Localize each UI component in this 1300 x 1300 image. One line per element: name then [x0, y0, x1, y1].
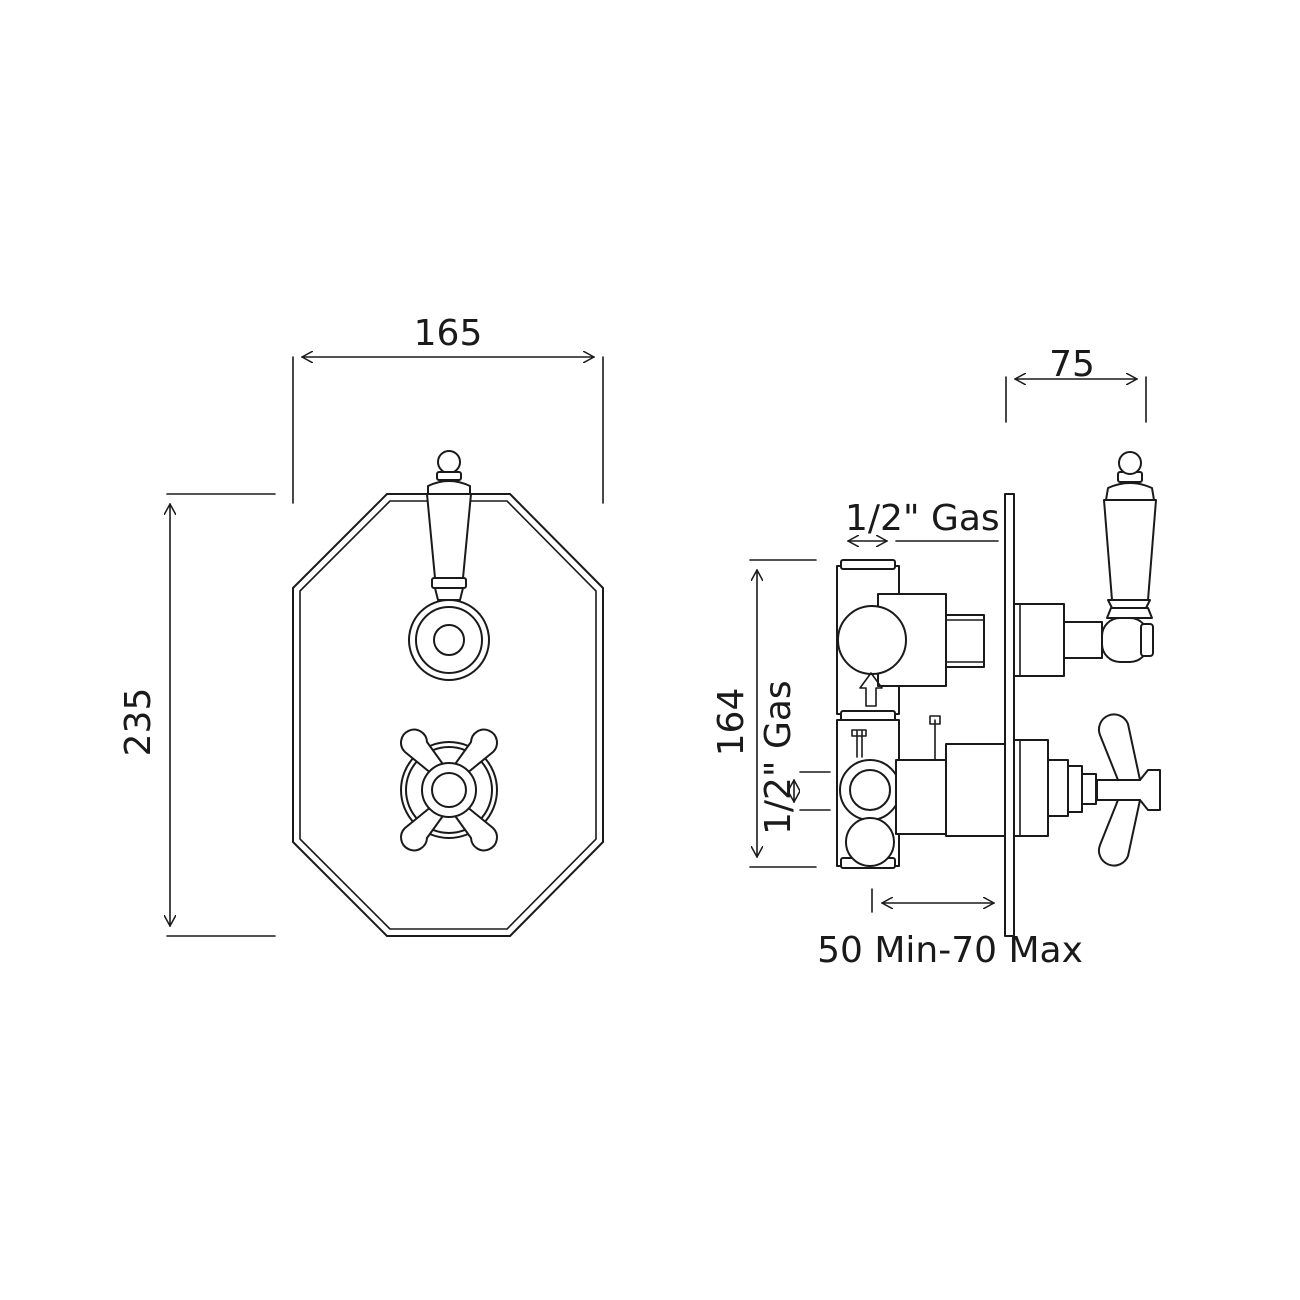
wall-depth-label: 50 Min-70 Max — [817, 930, 1083, 971]
front-view: 165 235 — [118, 313, 604, 937]
side-cross-handle — [1013, 713, 1161, 867]
front-width-dimension: 165 — [292, 313, 604, 504]
front-cross-handle — [400, 728, 498, 852]
side-inlet-label: 1/2" Gas — [758, 680, 799, 835]
wall-depth-dimension: 50 Min-70 Max — [817, 888, 1083, 971]
valve-body-lower — [836, 710, 1007, 869]
top-inlet-dimension: 1/2" Gas — [845, 498, 1000, 541]
side-depth-dimension: 75 — [1005, 344, 1147, 423]
front-width-label: 165 — [414, 313, 483, 354]
octagonal-cover-plate — [292, 493, 604, 937]
side-lever-handle — [1013, 451, 1157, 677]
side-height-label: 164 — [711, 688, 752, 757]
side-inlet-dimension: 1/2" Gas — [758, 680, 831, 835]
side-height-dimension: 164 — [711, 559, 817, 868]
front-lever-handle — [408, 450, 490, 681]
side-depth-label: 75 — [1049, 344, 1095, 385]
front-height-label: 235 — [118, 688, 159, 757]
top-inlet-label: 1/2" Gas — [845, 498, 1000, 539]
valve-body-upper — [836, 559, 985, 715]
flow-arrow — [859, 672, 883, 707]
front-height-dimension: 235 — [118, 493, 276, 937]
wall-plate — [1004, 493, 1015, 937]
side-view: 75 164 1/2" Gas 1/2" Gas 50 Min-70 Max — [711, 344, 1161, 971]
